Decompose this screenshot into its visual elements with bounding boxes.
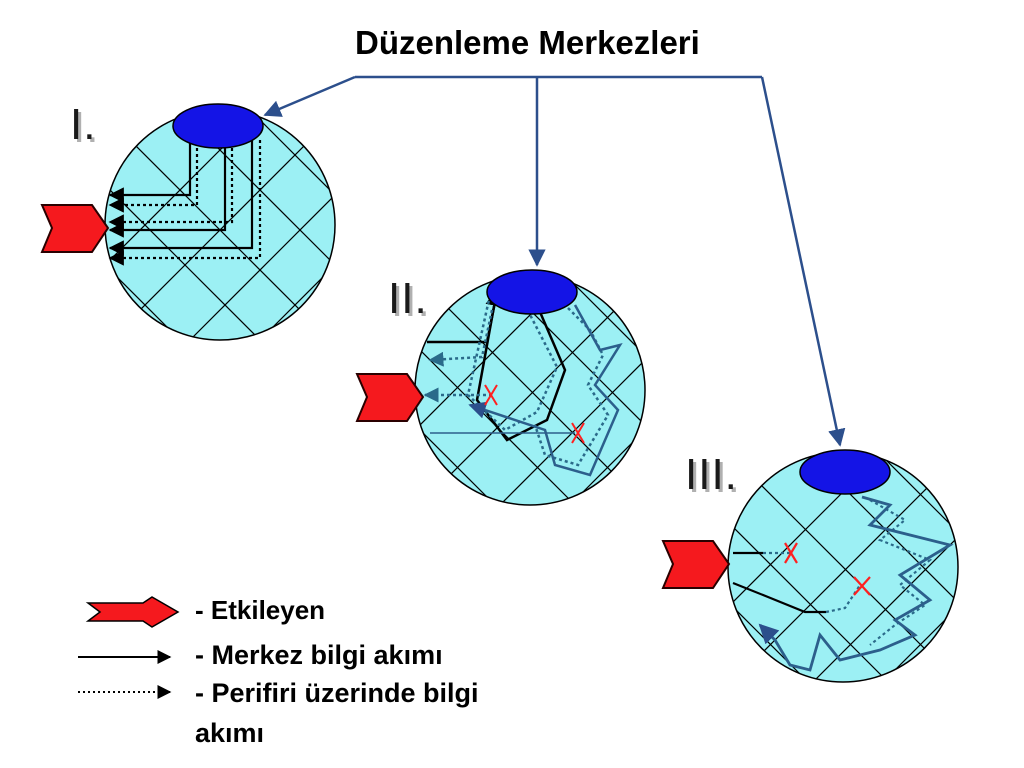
regulation-center-1 [172,103,264,149]
legend-stimulus-arrow [85,596,180,628]
panel-label-3: III. [685,450,738,499]
legend-peripheral-flow-label: - Perifiri üzerinde bilgi [195,678,479,708]
pointer-to-center-1 [263,75,356,117]
sphere-2 [355,269,646,506]
regulation-center-2 [486,269,578,315]
stimulus-arrow-2 [355,373,425,422]
legend-central-flow-label: - Merkez bilgi akımı [195,640,443,670]
legend-stimulus-label: - Etkileyen [195,595,326,625]
sphere-1 [40,103,336,341]
panel-label-1: I. [70,100,97,149]
stimulus-arrow-3 [661,540,731,589]
legend-symbols [78,596,180,699]
stimulus-arrow-1 [40,204,110,253]
diagram-title: Düzenleme Merkezleri [355,24,700,61]
panel-label-2: II. [388,274,428,323]
legend-peripheral-flow-label-cont: akımı [195,718,265,748]
pointer-lines [263,75,846,447]
pointer-to-center-3 [760,76,846,447]
regulation-center-3 [799,449,891,495]
